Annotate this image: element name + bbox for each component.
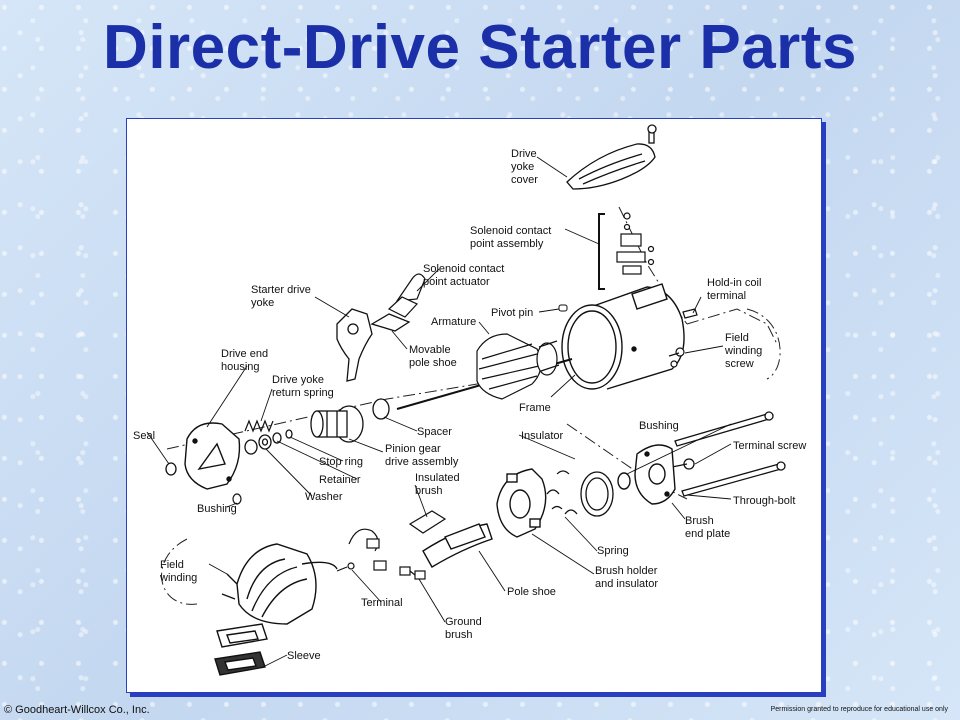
bushing-left-part [232, 493, 242, 505]
label-drive-yoke-cover: Drive yoke cover [511, 148, 540, 186]
label-brush-end-plate: Brush end plate [685, 515, 730, 540]
insulated-brush-part [408, 510, 447, 534]
starter-drive-yoke-part [336, 308, 411, 382]
label-retainer: Retainer [319, 474, 361, 486]
label-terminal-screw: Terminal screw [733, 440, 806, 452]
brush-end-plate-part [617, 444, 676, 505]
label-stop-ring: Stop ring [319, 456, 363, 468]
label-hold-in-coil-terminal: Hold-in coil terminal [707, 277, 764, 302]
label-field-winding: Field winding [159, 559, 197, 584]
copyright-notice: © Goodheart-Willcox Co., Inc. [4, 704, 150, 716]
drive-end-housing-part [184, 422, 241, 490]
brush-springs-part [546, 470, 578, 515]
frame-part [561, 283, 685, 390]
drive-yoke-cover-part [566, 124, 657, 190]
label-movable-pole-shoe: Movable pole shoe [409, 344, 457, 369]
washer-retainer-parts [244, 429, 293, 455]
label-bushing-top: Bushing [639, 420, 679, 432]
pivot-pin-part [558, 304, 568, 312]
label-drive-end-housing: Drive end housing [221, 348, 271, 373]
leader-lines [146, 156, 732, 668]
label-insulator: Insulator [521, 430, 564, 442]
label-through-bolt: Through-bolt [733, 495, 795, 507]
label-seal: Seal [133, 430, 155, 442]
spacer-part [372, 398, 390, 420]
armature-part [396, 333, 573, 410]
label-starter-drive-yoke: Starter drive yoke [251, 284, 314, 309]
label-ground-brush: Ground brush [445, 616, 485, 641]
hold-in-coil-terminal-part [682, 308, 698, 319]
label-armature: Armature [431, 316, 476, 328]
diagram-panel: Drive yoke cover Solenoid contact point … [126, 118, 822, 693]
label-field-winding-screw: Field winding screw [724, 332, 765, 370]
label-frame: Frame [519, 402, 551, 414]
label-pinion-gear-drive-assembly: Pinion gear drive assembly [385, 443, 459, 468]
label-insulated-brush: Insulated brush [415, 472, 463, 497]
exploded-view-diagram: Drive yoke cover Solenoid contact point … [133, 124, 806, 676]
field-winding-screw-part [668, 347, 685, 368]
seal-part [165, 462, 177, 476]
label-pole-shoe: Pole shoe [507, 586, 556, 598]
label-brush-holder-and-insulator: Brush holder and insulator [595, 565, 660, 590]
label-spacer: Spacer [417, 426, 452, 438]
callout-labels: Drive yoke cover Solenoid contact point … [133, 148, 806, 662]
label-washer: Washer [305, 491, 343, 503]
pinion-gear-drive-part [310, 405, 364, 443]
through-bolts-part [671, 411, 786, 497]
solenoid-contact-assembly-part [598, 212, 655, 290]
pole-shoe-part [422, 523, 493, 568]
sleeve-part [214, 623, 268, 676]
label-pivot-pin: Pivot pin [491, 307, 533, 319]
label-solenoid-contact-point-actuator: Solenoid contact point actuator [423, 263, 507, 288]
field-winding-part [221, 543, 338, 625]
permission-notice: Permission granted to reproduce for educ… [770, 706, 948, 713]
label-sleeve: Sleeve [287, 650, 321, 662]
solenoid-actuator-part [387, 273, 426, 318]
label-solenoid-contact-point-assembly: Solenoid contact point assembly [470, 225, 554, 250]
return-spring-part [244, 419, 274, 433]
label-terminal: Terminal [361, 597, 403, 609]
insulator-part [580, 471, 614, 517]
ground-brush-part [399, 566, 426, 580]
terminal-lead-part [336, 528, 387, 572]
brush-holder-part [496, 468, 547, 538]
label-drive-yoke-return-spring: Drive yoke return spring [272, 374, 334, 399]
label-spring: Spring [597, 545, 629, 557]
label-bushing-left: Bushing [197, 503, 237, 515]
page-title: Direct-Drive Starter Parts [103, 13, 857, 82]
